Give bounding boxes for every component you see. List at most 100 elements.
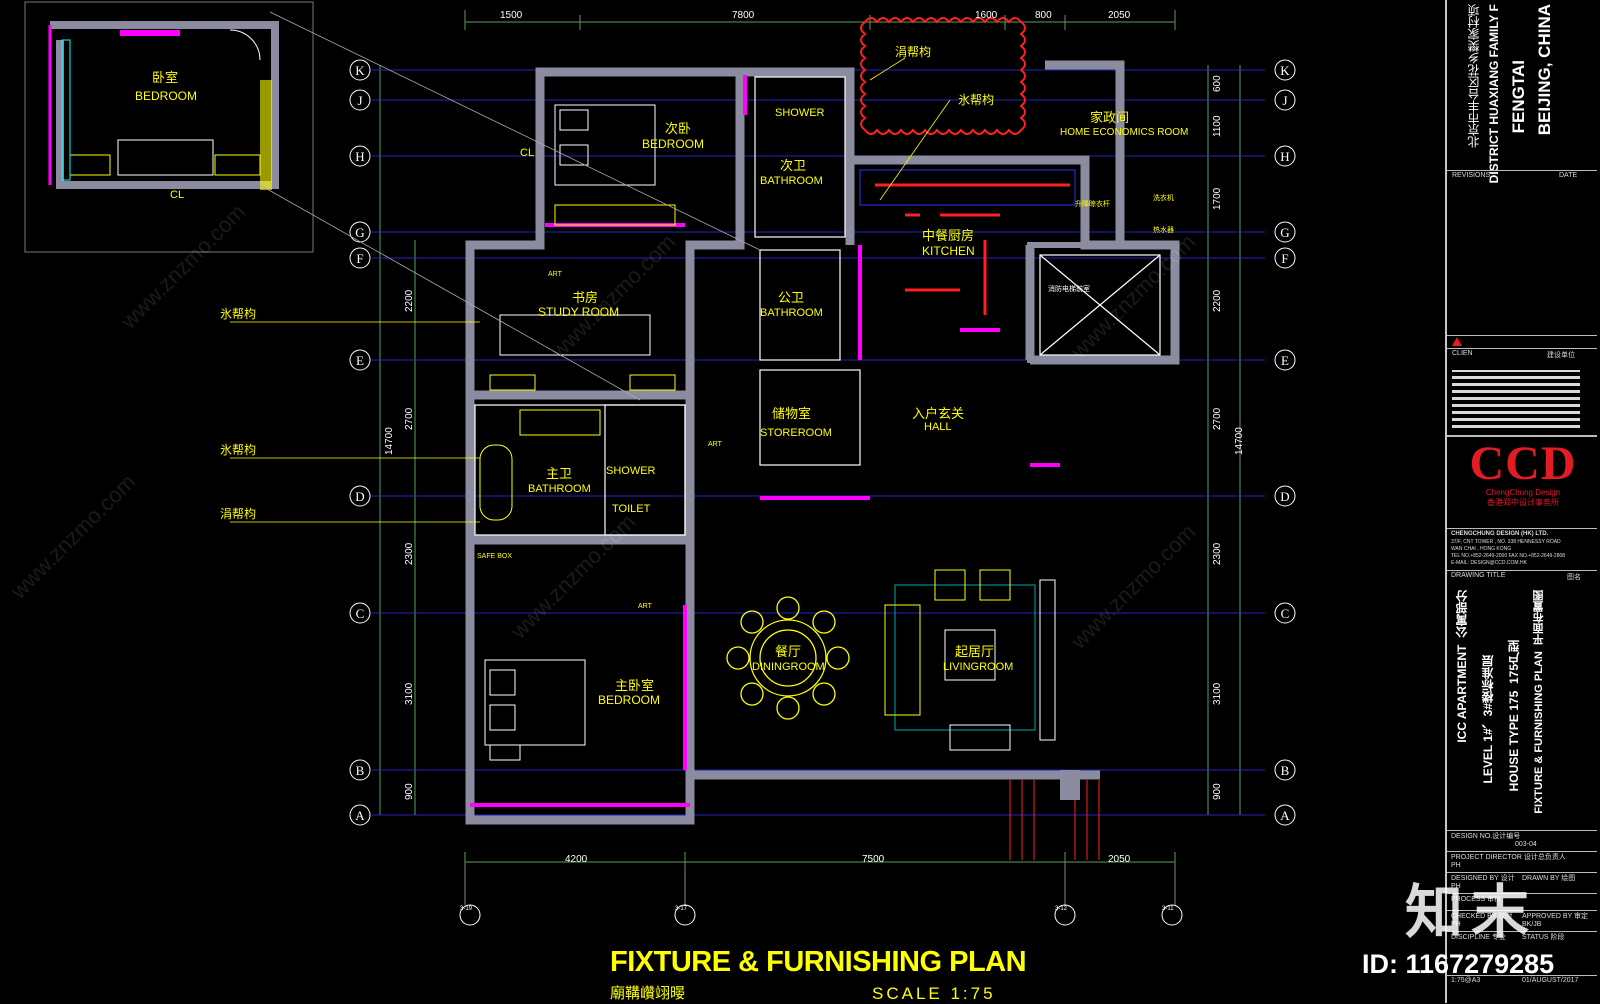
drawing-title-line-3: HOUSE TYPE 175 175户型 <box>1505 640 1522 791</box>
dining-cn: 餐厅 <box>775 644 801 660</box>
grid-axis-label-right: J <box>1282 93 1287 108</box>
dt-line-3-cn: 175户型 <box>1507 640 1521 685</box>
grid-axis-label-left: H <box>355 149 364 164</box>
revisions-label: REVISIONS <box>1452 172 1491 179</box>
kitchen-cn: 中餐厨房 <box>922 228 974 244</box>
top-dimension-line <box>464 10 1176 30</box>
drawing-title-label: DRAWING TITLE <box>1451 572 1506 579</box>
ccd-logo-sub-en: ChengChung Design <box>1485 488 1561 497</box>
art-label-3: ART <box>638 603 653 610</box>
study-cn: 书房 <box>572 290 598 306</box>
room-labels: 卧室 BEDROOM CL 次卧 BEDROOM SHOWER 次卫 BATHR… <box>135 70 1188 707</box>
column-tag-3: 3-12 <box>1055 906 1068 912</box>
drawing-title: FIXTURE & FURNISHING PLAN <box>610 946 1027 978</box>
dim-left-2: 2700 <box>404 407 415 430</box>
company-address-2: WAN CHAI , HONG KONG <box>1451 546 1512 552</box>
home-ec-en: HOME ECONOMICS ROOM <box>1060 127 1188 138</box>
client-label: CLIEN <box>1452 350 1473 357</box>
process-label: PROCESS 审核 <box>1451 896 1502 903</box>
storeroom-cn: 储物室 <box>772 406 811 422</box>
grid-axis-bubble <box>1274 804 1296 826</box>
callout-left-3: 涓帮枃 <box>220 506 256 521</box>
dim-right-5: 900 <box>1212 783 1223 800</box>
inset-bedroom-cn: 卧室 <box>152 70 178 86</box>
home-ec-cn: 家政间 <box>1090 110 1129 126</box>
grid-axis-label-left: B <box>356 763 365 778</box>
client-stamp-block <box>1452 370 1580 428</box>
master-bed-cn: 主卧室 <box>615 678 654 694</box>
status-label: STATUS 阶段 <box>1522 934 1565 941</box>
grid-axis-label-right: C <box>1281 606 1290 621</box>
art-label-1: ART <box>548 271 563 278</box>
drawing-title-line-4: FIXTURE & FURNISHING PLAN 平面布置图 <box>1531 590 1547 814</box>
watermark-overlay: www.znzmo.com www.znzmo.com www.znzmo.co… <box>5 199 1200 654</box>
art-label-2: ART <box>708 441 723 448</box>
callout-rack: 升降晾衣杆 <box>1075 199 1110 208</box>
company-tel: TEL NO.+852-2649-2000 FAX NO.+852-2649-2… <box>1451 553 1566 559</box>
project-director-label: PROJECT DIRECTOR 设计总负责人 <box>1451 854 1566 861</box>
dt-line-4-cn: 平面布置图 <box>1533 590 1545 645</box>
living-room-furniture <box>884 569 1056 751</box>
dim-right-total: 14700 <box>1234 427 1245 455</box>
dim-left-5: 900 <box>404 783 415 800</box>
drawing-title-cn-label: 图名 <box>1567 574 1581 581</box>
dining-en: DININGROOM <box>752 661 825 673</box>
kitchen-en: KITCHEN <box>922 244 975 258</box>
cl-left-label: CL <box>520 147 534 159</box>
revision-cloud <box>860 17 1026 135</box>
date-value: 01/AUGUST/2017 <box>1522 977 1579 984</box>
hall-cn: 入户玄关 <box>912 406 964 422</box>
dt-line-1-cn: 公寓部分 <box>1455 590 1469 638</box>
drawing-scale: SCALE 1:75 <box>872 984 996 1003</box>
master-bath-en: BATHROOM <box>528 483 591 495</box>
dim-bottom-1: 4200 <box>565 854 588 865</box>
dim-right-top-3: 1700 <box>1212 187 1223 210</box>
column-tag-1: 3-19 <box>460 906 473 912</box>
project-name-en-1: DISTRICT HUAXIANG FAMILY F <box>1487 4 1501 184</box>
company-email: E-MAIL: DESIGN@CCD.COM.HK <box>1451 560 1527 566</box>
drawing-title-line-1: ICC APARTMENT 公寓部分 <box>1453 590 1470 743</box>
grid-axis-bubble <box>349 759 371 781</box>
grid-axis-label-left: G <box>355 225 364 240</box>
approved-by-value: BK/JB <box>1522 921 1542 928</box>
dim-right-4: 3100 <box>1212 682 1223 705</box>
client-cn-label: 建设单位 <box>1547 352 1575 359</box>
callout-top-2: 氷帮枃 <box>958 92 994 107</box>
watermark-url-6: www.znzmo.com <box>1065 519 1200 654</box>
callout-laundry: 洗衣机 <box>1153 193 1174 202</box>
drawn-by-label: DRAWN BY 绘图 <box>1522 875 1576 882</box>
kitchen-cabinets <box>875 183 1070 315</box>
project-director-value: PH <box>1451 862 1461 869</box>
inset-cl: CL <box>170 189 184 201</box>
watermark-url-3: www.znzmo.com <box>545 229 680 364</box>
grid-axis-label-right: F <box>1281 251 1288 266</box>
warning-triangle-icon <box>1452 337 1462 346</box>
dt-line-4-en: FIXTURE & FURNISHING PLAN <box>1533 651 1545 814</box>
company-name: CHENGCHUNG DESIGN (HK) LTD. <box>1451 531 1549 537</box>
grid-axis-bubble <box>349 89 371 111</box>
brand-watermark: 知末 <box>1405 878 1538 946</box>
callout-left-2: 氷帮枃 <box>220 442 256 457</box>
approved-by-label: APPROVED BY 审定 <box>1522 913 1589 920</box>
grid-axis-bubble <box>1274 59 1296 81</box>
column-tag-2: 3-17 <box>675 906 688 912</box>
grid-axis-bubble <box>1274 485 1296 507</box>
storeroom-en: STOREROOM <box>760 427 832 439</box>
grid-axis-bubble <box>1274 221 1296 243</box>
column-tag-4: 3-11 <box>1162 906 1174 912</box>
dimension-texts: 1500 7800 1600 800 2050 4200 7500 2050 1… <box>384 10 1245 865</box>
dim-left-total: 14700 <box>384 427 395 455</box>
master-bed <box>484 659 586 761</box>
grid-axis-bubble <box>349 804 371 826</box>
watermark-url-2: www.znzmo.com <box>5 469 140 604</box>
callout-left-1: 氷帮枃 <box>220 306 256 321</box>
project-name-en-3: BEIJING, CHINA <box>1535 4 1554 136</box>
ccd-logo-text: CCD <box>1469 437 1577 490</box>
dt-line-1-en: ICC APARTMENT <box>1455 644 1469 743</box>
bedroom2-cn: 次卧 <box>665 121 691 137</box>
grid-axis-label-right: G <box>1280 225 1289 240</box>
grid-axis-label-left: A <box>355 808 365 823</box>
drawing-subtitle: 廟鞲巑翊暥 <box>610 984 686 1002</box>
grid-axis-bubble <box>349 145 371 167</box>
